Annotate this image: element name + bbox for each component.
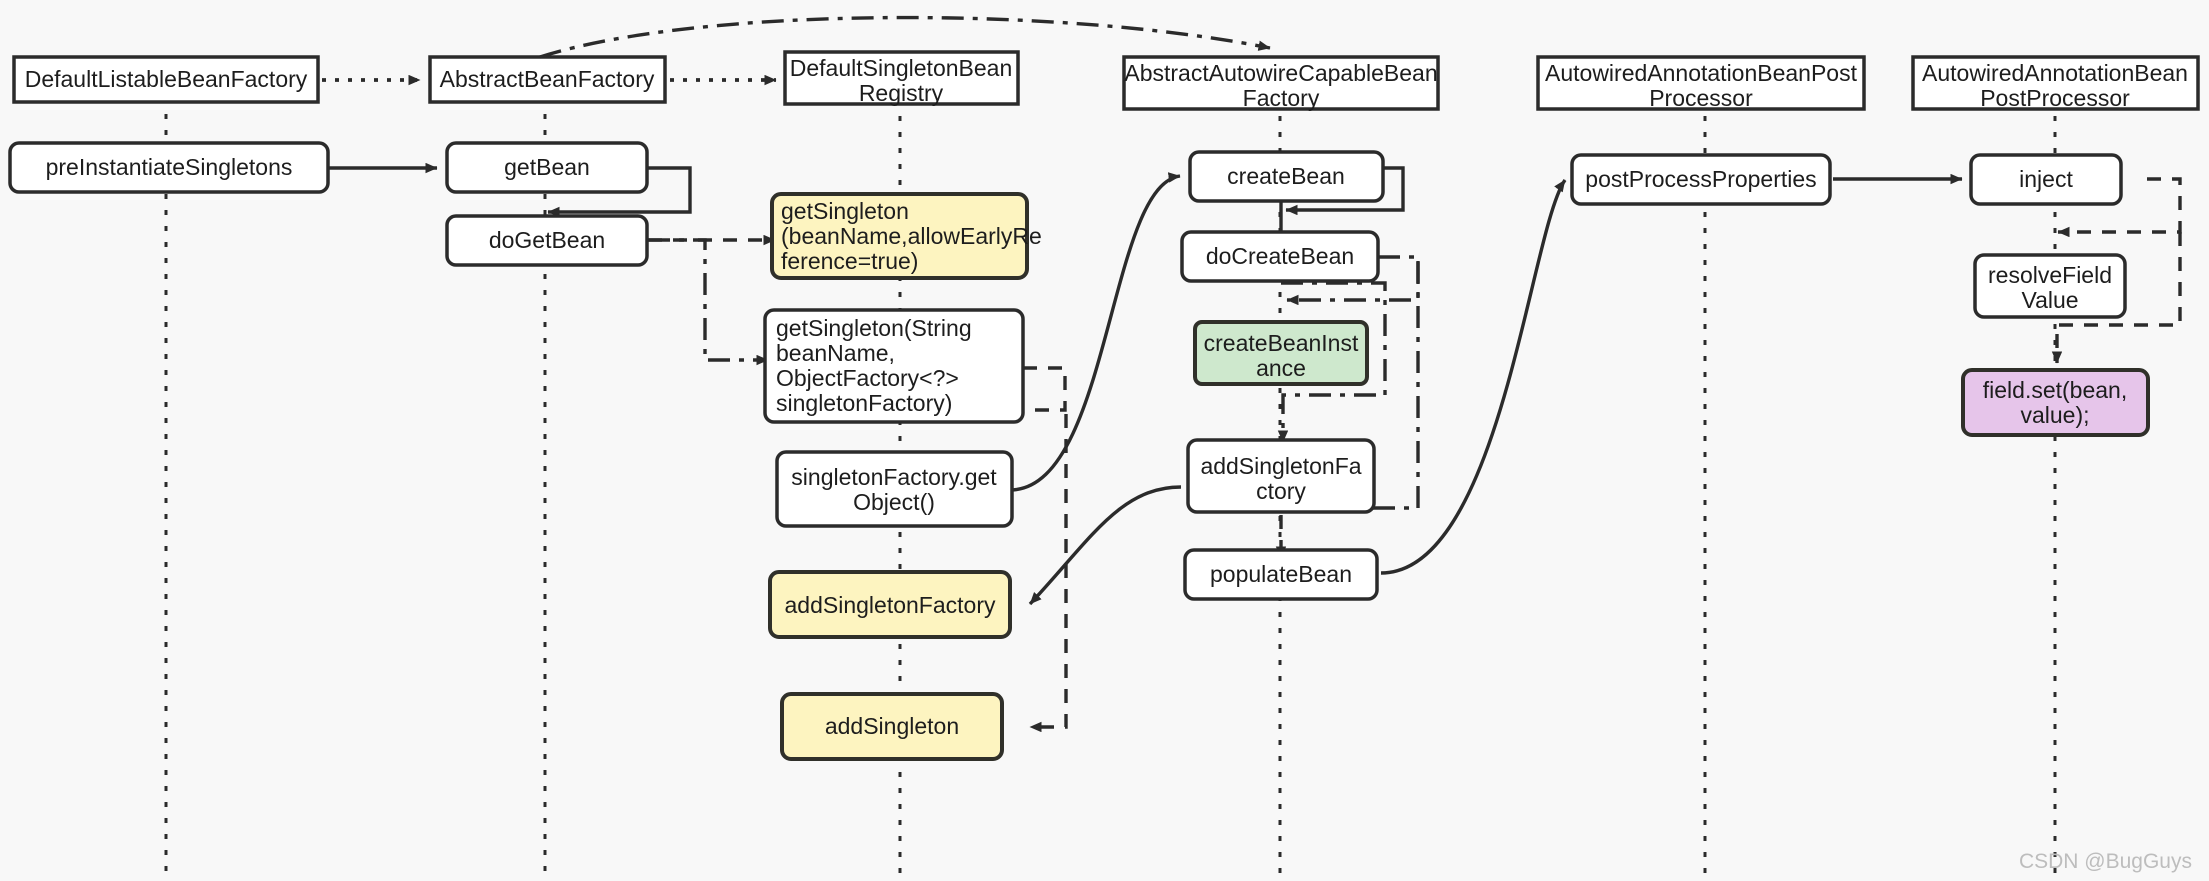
selfcall-createbean [1285,166,1405,216]
activation-resolvefieldvalue[interactable] [1973,253,2127,319]
message-getobject-to-createbean [1009,172,1181,492]
activation-label-a11-1: ance [1256,355,1306,381]
message-resolvefieldvalue-to-fieldset [2051,232,2182,364]
participant-header-p6[interactable] [1911,55,2200,111]
activation-label-a16-0: resolveField [1988,262,2112,288]
header-messages [322,15,1271,86]
activation-label-a12-0: addSingletonFa [1200,453,1361,479]
message-fieldset-to-addsingleton [1029,414,1068,733]
participant-headers: DefaultListableBeanFactory AbstractBeanF… [12,50,2200,111]
activation-getbean[interactable] [445,141,649,194]
activation-label-a5-0: getSingleton(String [776,315,972,341]
message-addsingletonfactory-to-registry [1028,485,1182,606]
participant-label-p4-line1: AbstractAutowireCapableBean [1124,60,1437,86]
activation-label-a1-0: preInstantiateSingletons [46,154,293,180]
activation-addsingletonfactory-autowire[interactable] [1186,438,1376,514]
activation-label-a5-3: singletonFactory) [776,390,952,416]
participant-label-p2-line1: AbstractBeanFactory [440,66,655,92]
activation-label-a11-0: createBeanInst [1204,330,1359,356]
activation-label-a5-1: beanName, [776,340,895,366]
activation-label-a2-0: getBean [504,154,590,180]
message-populatebean-to-postprocessproperties [1380,179,1567,575]
activation-boxes: preInstantiateSingletons getBean doGetBe… [8,141,2150,761]
activation-label-a4-0: getSingleton [781,198,909,224]
activation-singletonfactory-getobject[interactable] [775,450,1014,528]
message-p2-to-p4 [539,15,1271,59]
activation-label-a12-1: ctory [1256,478,1306,504]
activation-label-a17-0: field.set(bean, [1983,377,2127,403]
activation-label-a9-0: createBean [1227,163,1345,189]
activation-inject[interactable] [1969,153,2123,206]
participant-label-p3-line1: DefaultSingletonBean [790,55,1013,81]
activation-label-a10-0: doCreateBean [1206,243,1354,269]
activation-preinstantiatesingletons[interactable] [8,141,330,194]
message-createbeaninstance-to-addsingletonfactory [1277,281,1387,443]
participant-label-p6-line2: PostProcessor [1980,85,2130,111]
activation-createbeaninstance[interactable] [1193,320,1369,386]
message-inject-to-resolvefieldvalue [2057,177,2182,238]
activation-label-a13-0: populateBean [1210,561,1352,587]
activation-addsingleton[interactable] [780,692,1004,761]
activation-postprocessproperties[interactable] [1570,153,1832,206]
participant-header-p1[interactable] [12,55,320,104]
message-getsingleton-to-singletonfactory-getobject [902,366,1067,416]
participant-label-p3-line2: Registry [859,80,944,106]
participant-label-p1-line1: DefaultListableBeanFactory [25,66,308,92]
activation-addsingletonfactory-registry[interactable] [768,570,1012,639]
activation-label-a4-2: ference=true) [781,248,918,274]
participant-header-p3[interactable] [783,50,1020,106]
participant-header-p4[interactable] [1122,55,1440,111]
activation-label-a5-2: ObjectFactory<?> [776,365,959,391]
activation-label-a3-0: doGetBean [489,227,605,253]
participant-label-p5-line1: AutowiredAnnotationBeanPost [1545,60,1858,86]
participant-header-p2[interactable] [428,55,667,104]
activation-label-a16-1: Value [2021,287,2078,313]
activation-label-a17-1: value); [2020,402,2089,428]
selfcall-getbean [547,166,692,218]
activation-label-a15-0: inject [2019,166,2073,192]
message-dogetbean-to-getsingleton-factory [648,238,769,366]
lifelines [164,98,2057,881]
watermark: CSDN @BugGuys [2019,850,2192,873]
activation-populatebean[interactable] [1183,548,1379,601]
participant-label-p4-line2: Factory [1243,85,1320,111]
activation-label-a14-0: postProcessProperties [1585,166,1816,192]
activation-dogetbean[interactable] [445,214,649,267]
messages [325,162,2182,733]
activation-label-a4-1: (beanName,allowEarlyRe [781,223,1042,249]
activation-createbean[interactable] [1188,150,1385,203]
activation-docreatebean[interactable] [1180,230,1380,283]
activation-label-a6-1: Object() [853,489,935,515]
participant-label-p5-line2: Processor [1649,85,1753,111]
self-call-loops [547,166,1405,218]
activation-label-a6-0: singletonFactory.get [791,464,997,490]
activation-getsingleton-early[interactable] [770,192,1029,280]
participant-header-p5[interactable] [1536,55,1866,111]
activation-fieldset[interactable] [1961,368,2150,437]
participant-label-p6-line1: AutowiredAnnotationBean [1922,60,2188,86]
activation-label-a8-0: addSingleton [825,713,959,739]
activation-getsingleton-factory[interactable] [763,308,1025,424]
activation-label-a7-0: addSingletonFactory [785,592,996,618]
